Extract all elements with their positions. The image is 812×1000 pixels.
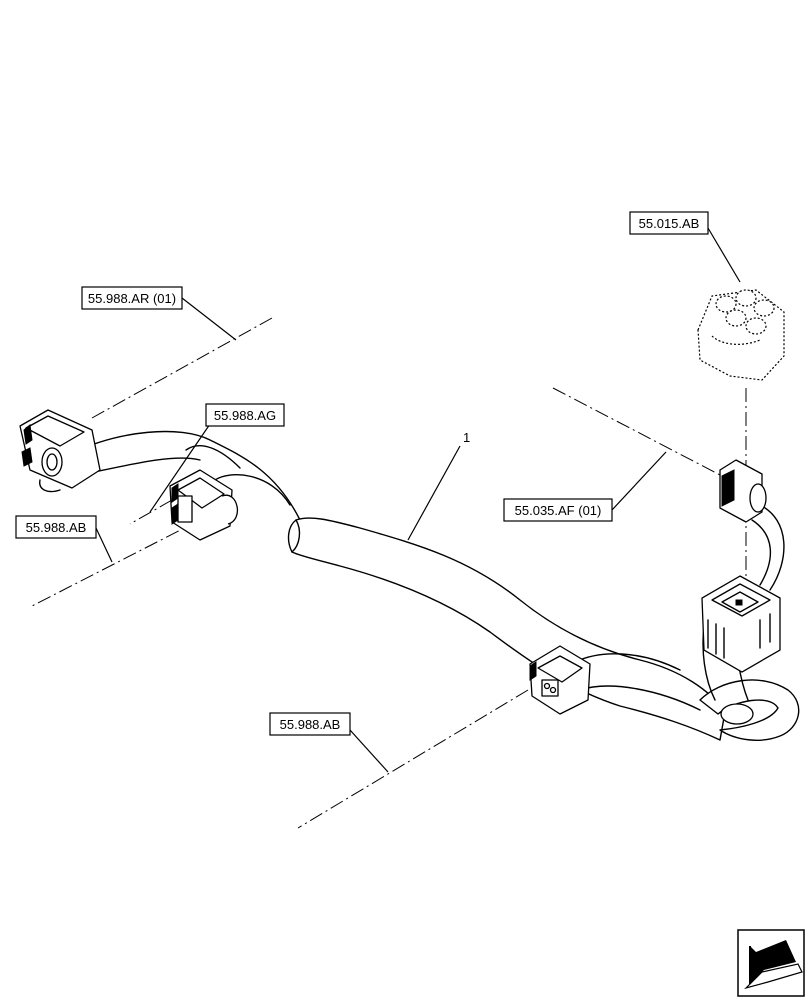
callout-label: 55.015.AB bbox=[639, 216, 700, 231]
connector-55-988-ag bbox=[169, 469, 238, 541]
connector-large-right bbox=[701, 575, 781, 673]
connector-55-035-af bbox=[719, 459, 767, 523]
callout-label: 55.988.AR (01) bbox=[88, 291, 176, 306]
callout-label: 55.035.AF (01) bbox=[515, 503, 602, 518]
back-arrow-icon[interactable] bbox=[737, 929, 805, 997]
leader-55-988-ab-bottom bbox=[349, 729, 389, 773]
callout-55-988-ag[interactable]: 55.988.AG bbox=[205, 403, 285, 427]
centerline-55-988-ar bbox=[91, 317, 273, 419]
connector-55-988-ar bbox=[19, 409, 101, 489]
callout-55-988-ab-bottom[interactable]: 55.988.AB bbox=[269, 712, 351, 736]
leader-lines bbox=[95, 227, 741, 773]
leader-55-988-ab-left bbox=[95, 527, 113, 563]
leader-55-988-ar bbox=[181, 297, 237, 341]
leader-55-035-af bbox=[611, 451, 667, 511]
callout-55-988-ab-left[interactable]: 55.988.AB bbox=[15, 515, 97, 539]
center-lines bbox=[31, 317, 747, 829]
callout-55-035-af-01[interactable]: 55.035.AF (01) bbox=[503, 498, 613, 522]
connector-55-988-ab-bottom bbox=[529, 645, 591, 715]
callout-label: 55.988.AB bbox=[26, 520, 87, 535]
seal-55-015-ab bbox=[697, 289, 785, 381]
callout-55-988-ar-01[interactable]: 55.988.AR (01) bbox=[81, 286, 183, 310]
callout-label: 55.988.AG bbox=[214, 408, 276, 423]
centerline-55-988-ag bbox=[129, 499, 173, 525]
callout-label: 55.988.AB bbox=[280, 717, 341, 732]
leader-55-988-ag bbox=[149, 423, 211, 513]
centerline-55-988-ab-left bbox=[31, 519, 201, 607]
callout-55-015-ab[interactable]: 55.015.AB bbox=[629, 211, 709, 235]
leader-55-015-ab bbox=[707, 227, 741, 283]
centerline-55-988-ab-bottom bbox=[297, 689, 529, 829]
harness-cable bbox=[39, 430, 800, 741]
item-number-1: 1 bbox=[463, 430, 470, 445]
leader-item-1 bbox=[407, 445, 461, 541]
centerline-55-035-af bbox=[552, 387, 723, 477]
